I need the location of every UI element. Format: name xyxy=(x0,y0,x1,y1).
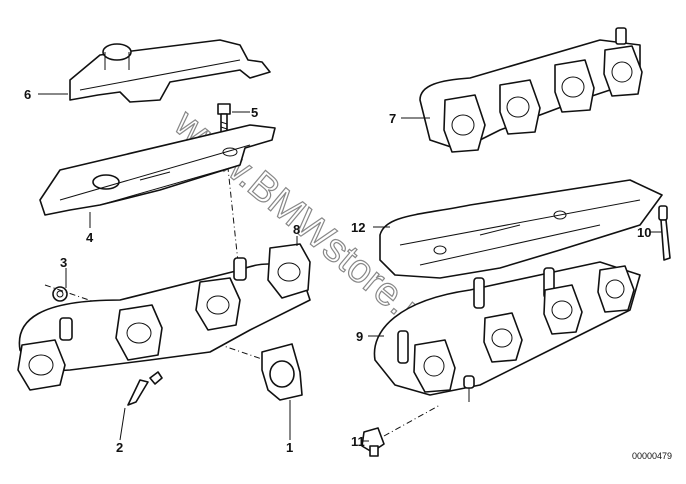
part-9-exhaust-manifold[interactable] xyxy=(373,261,641,402)
diagram-code: 00000479 xyxy=(632,451,672,461)
part-6-heat-shield[interactable] xyxy=(69,39,271,103)
callout-2[interactable]: 2 xyxy=(116,440,123,455)
part-7-exhaust-manifold[interactable] xyxy=(419,27,643,153)
callout-8[interactable]: 8 xyxy=(293,222,300,237)
part-10-sensor[interactable] xyxy=(658,205,671,261)
part-2-stud[interactable] xyxy=(127,371,163,406)
part-8-exhaust-manifold[interactable] xyxy=(17,243,311,391)
callout-6[interactable]: 6 xyxy=(24,87,31,102)
callout-12[interactable]: 12 xyxy=(351,220,365,235)
leader-lines xyxy=(38,93,662,442)
part-12-heat-shield[interactable] xyxy=(379,179,663,279)
callout-7[interactable]: 7 xyxy=(389,111,396,126)
callout-1[interactable]: 1 xyxy=(286,440,293,455)
callout-5[interactable]: 5 xyxy=(251,105,258,120)
part-3-nut[interactable] xyxy=(52,286,68,302)
callout-10[interactable]: 10 xyxy=(637,225,651,240)
callout-11[interactable]: 11 xyxy=(351,434,365,449)
part-4-heat-shield[interactable] xyxy=(39,124,276,216)
callout-9[interactable]: 9 xyxy=(356,329,363,344)
part-11-plug[interactable] xyxy=(361,427,385,457)
callout-3[interactable]: 3 xyxy=(60,255,67,270)
part-1-gasket[interactable] xyxy=(261,343,303,401)
callout-4[interactable]: 4 xyxy=(86,230,94,245)
